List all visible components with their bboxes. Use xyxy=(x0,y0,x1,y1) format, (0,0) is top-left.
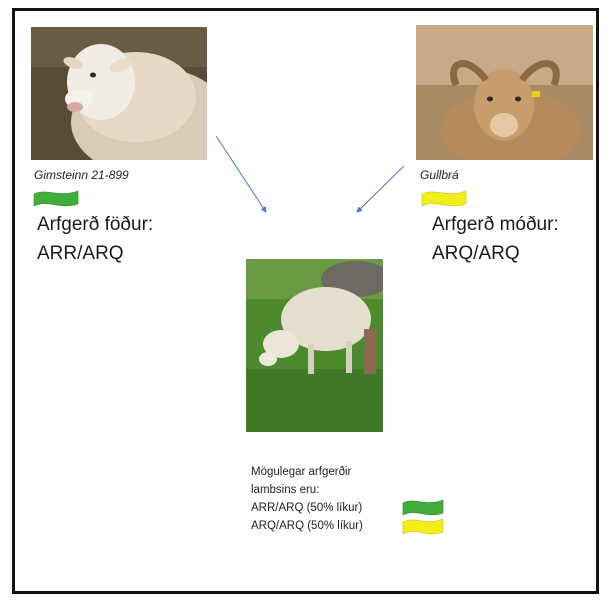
father-genotype-label: Arfgerð föður: xyxy=(37,214,154,235)
mother-flag-shape xyxy=(421,190,467,207)
mother-genotype-block: Arfgerð móður: ARQ/ARQ xyxy=(432,210,559,268)
father-green-flag xyxy=(33,190,79,207)
outcome-1-green-flag xyxy=(402,499,444,516)
father-photo xyxy=(31,27,207,160)
lamb-intro-line2: lambsins eru: xyxy=(251,484,320,496)
lamb-intro-line1: Mögulegar arfgerðir xyxy=(251,466,352,478)
father-genotype-value: ARR/ARQ xyxy=(37,243,124,264)
outcome-2-yellow-flag xyxy=(402,518,444,535)
outcome-2-flag-shape xyxy=(402,518,444,535)
outcome-1-flag-shape xyxy=(402,499,444,516)
lamb-photo xyxy=(246,259,383,432)
lamb-outcomes: Mögulegar arfgerðir lambsins eru: ARR/AR… xyxy=(251,463,363,535)
mother-photo xyxy=(416,25,593,160)
father-to-lamb-arrow xyxy=(215,135,267,213)
mother-genotype-value: ARQ/ARQ xyxy=(432,243,520,264)
lamb-outcome-2: ARQ/ARQ (50% líkur) xyxy=(251,520,363,532)
mother-name: Gullbrá xyxy=(420,168,459,182)
father-flag-shape xyxy=(33,190,79,207)
father-genotype-block: Arfgerð föður: ARR/ARQ xyxy=(37,210,153,268)
mother-genotype-label: Arfgerð móður: xyxy=(432,214,559,235)
lamb-outcome-1: ARR/ARQ (50% líkur) xyxy=(251,502,363,514)
mother-yellow-flag xyxy=(421,190,467,207)
father-name: Gimsteinn 21-899 xyxy=(34,168,129,182)
mother-to-lamb-arrow xyxy=(356,165,405,213)
